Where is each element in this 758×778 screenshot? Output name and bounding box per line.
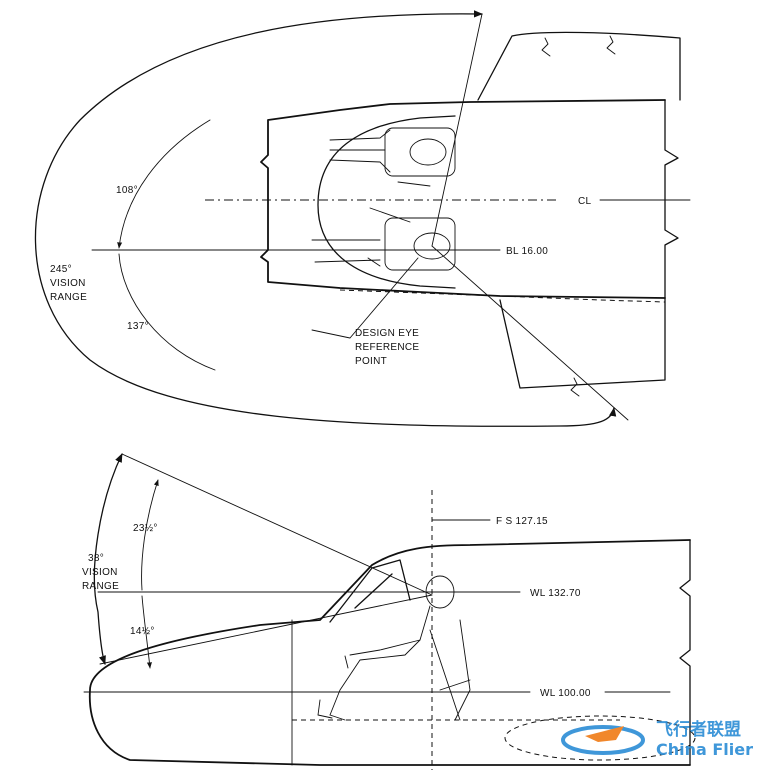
angle-up-label: 23½° (133, 523, 158, 534)
wing-section (477, 31, 681, 389)
gear-well (504, 715, 696, 761)
pilot-left-seat (329, 127, 456, 187)
fuselage-break-side (679, 539, 691, 766)
angle-arc-up (141, 479, 159, 591)
canopy-dashed (339, 289, 666, 303)
angle-aft-label: 137° (127, 321, 149, 332)
wing-break-bottom (570, 377, 580, 397)
range-label-1: 245° (50, 264, 72, 275)
sight-line-up (121, 453, 433, 596)
range-label-3: RANGE (50, 292, 87, 303)
vision-arc-side (93, 453, 123, 665)
fuselage-outline-top (260, 99, 666, 299)
angle-forward-label: 108° (116, 185, 138, 196)
angle-arc-forward (117, 119, 211, 249)
wl-eye-label: WL 132.70 (530, 588, 581, 599)
canopy-frame (317, 115, 456, 289)
eye-pointer-lines (311, 257, 419, 339)
vision-arc-top (34, 10, 617, 427)
side-view: F S 127.15 WL 132.70 WL 100.00 (83, 453, 696, 770)
top-view: CL BL 16.00 108° 245° VISION RANGE 137° … (34, 10, 691, 427)
wing-break-top (541, 35, 616, 57)
pilot-right-seat (311, 207, 456, 271)
buttock-line-label: BL 16.00 (506, 246, 548, 257)
range-side-label-2: VISION (82, 567, 118, 578)
pilot-side (317, 575, 471, 721)
sight-line-forward (431, 13, 483, 247)
sight-line-down (99, 594, 433, 665)
watermark-en: China Flier (656, 740, 753, 759)
watermark-cn: 飞行者联盟 (656, 719, 741, 740)
sight-line-aft (431, 245, 629, 421)
fs-label: F S 127.15 (496, 516, 548, 527)
centerline-label: CL (578, 196, 592, 207)
watermark-plane-icon (585, 726, 624, 742)
eye-label-3: POINT (355, 356, 387, 367)
watermark-logo: 飞行者联盟 China Flier (561, 719, 753, 759)
range-side-label-3: RANGE (82, 581, 119, 592)
angle-down-label: 14½° (130, 626, 155, 637)
eye-label-1: DESIGN EYE (355, 328, 419, 339)
angle-arc-down (141, 595, 152, 669)
canopy-side (329, 559, 411, 623)
eye-label-2: REFERENCE (355, 342, 419, 353)
fuselage-outline-side (88, 539, 691, 766)
range-side-label-1: 38° (88, 553, 104, 564)
range-label-2: VISION (50, 278, 86, 289)
watermark-swoosh (561, 725, 645, 755)
wl-floor-label: WL 100.00 (540, 688, 591, 699)
angle-arc-aft (118, 253, 216, 371)
